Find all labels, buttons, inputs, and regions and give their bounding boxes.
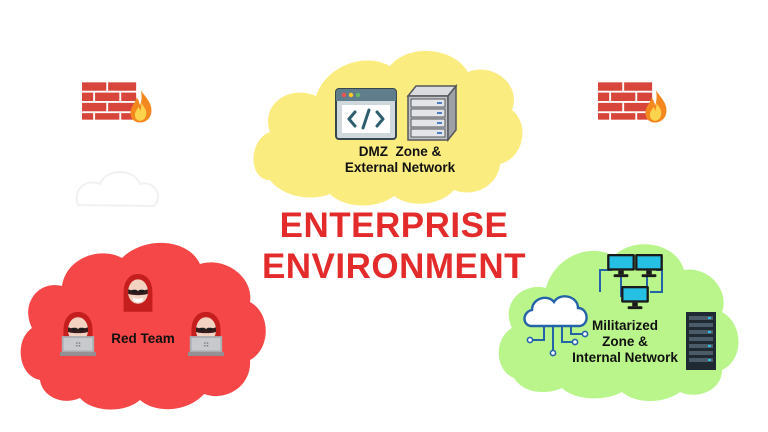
computer-network-icon [599, 254, 663, 310]
laptop-icon-left [60, 336, 96, 356]
server-tower-icon [686, 312, 716, 370]
server-rack-icon [406, 83, 458, 143]
dmz-label-line-2: External Network [344, 160, 456, 176]
dmz-label-line-1: DMZ Zone & [358, 144, 442, 159]
title-line-2: ENVIRONMENT [261, 246, 527, 286]
firewall-icon-left [82, 82, 152, 123]
code-window-icon [335, 88, 397, 140]
dmz-label: DMZ Zone & External Network [320, 144, 480, 176]
cloud-network-icon [523, 295, 589, 357]
ghost-cloud [75, 171, 159, 208]
militarized-label-line-3: Internal Network [572, 350, 678, 366]
militarized-label: Militarized Zone & Internal Network [560, 318, 690, 367]
red-team-cloud [20, 242, 266, 410]
militarized-label-line-1: Militarized [591, 318, 658, 333]
title-line-1: ENTERPRISE [279, 206, 509, 245]
militarized-cloud [498, 244, 739, 401]
militarized-label-line-2: Zone & [602, 334, 648, 350]
laptop-icon-right [188, 336, 224, 356]
red-team-label: Red Team [98, 331, 188, 347]
red-team-label-text: Red Team [111, 331, 175, 346]
firewall-icon-right [598, 82, 667, 123]
enterprise-environment-title: ENTERPRISE ENVIRONMENT [234, 206, 554, 288]
hacker-icon-top [123, 274, 153, 312]
